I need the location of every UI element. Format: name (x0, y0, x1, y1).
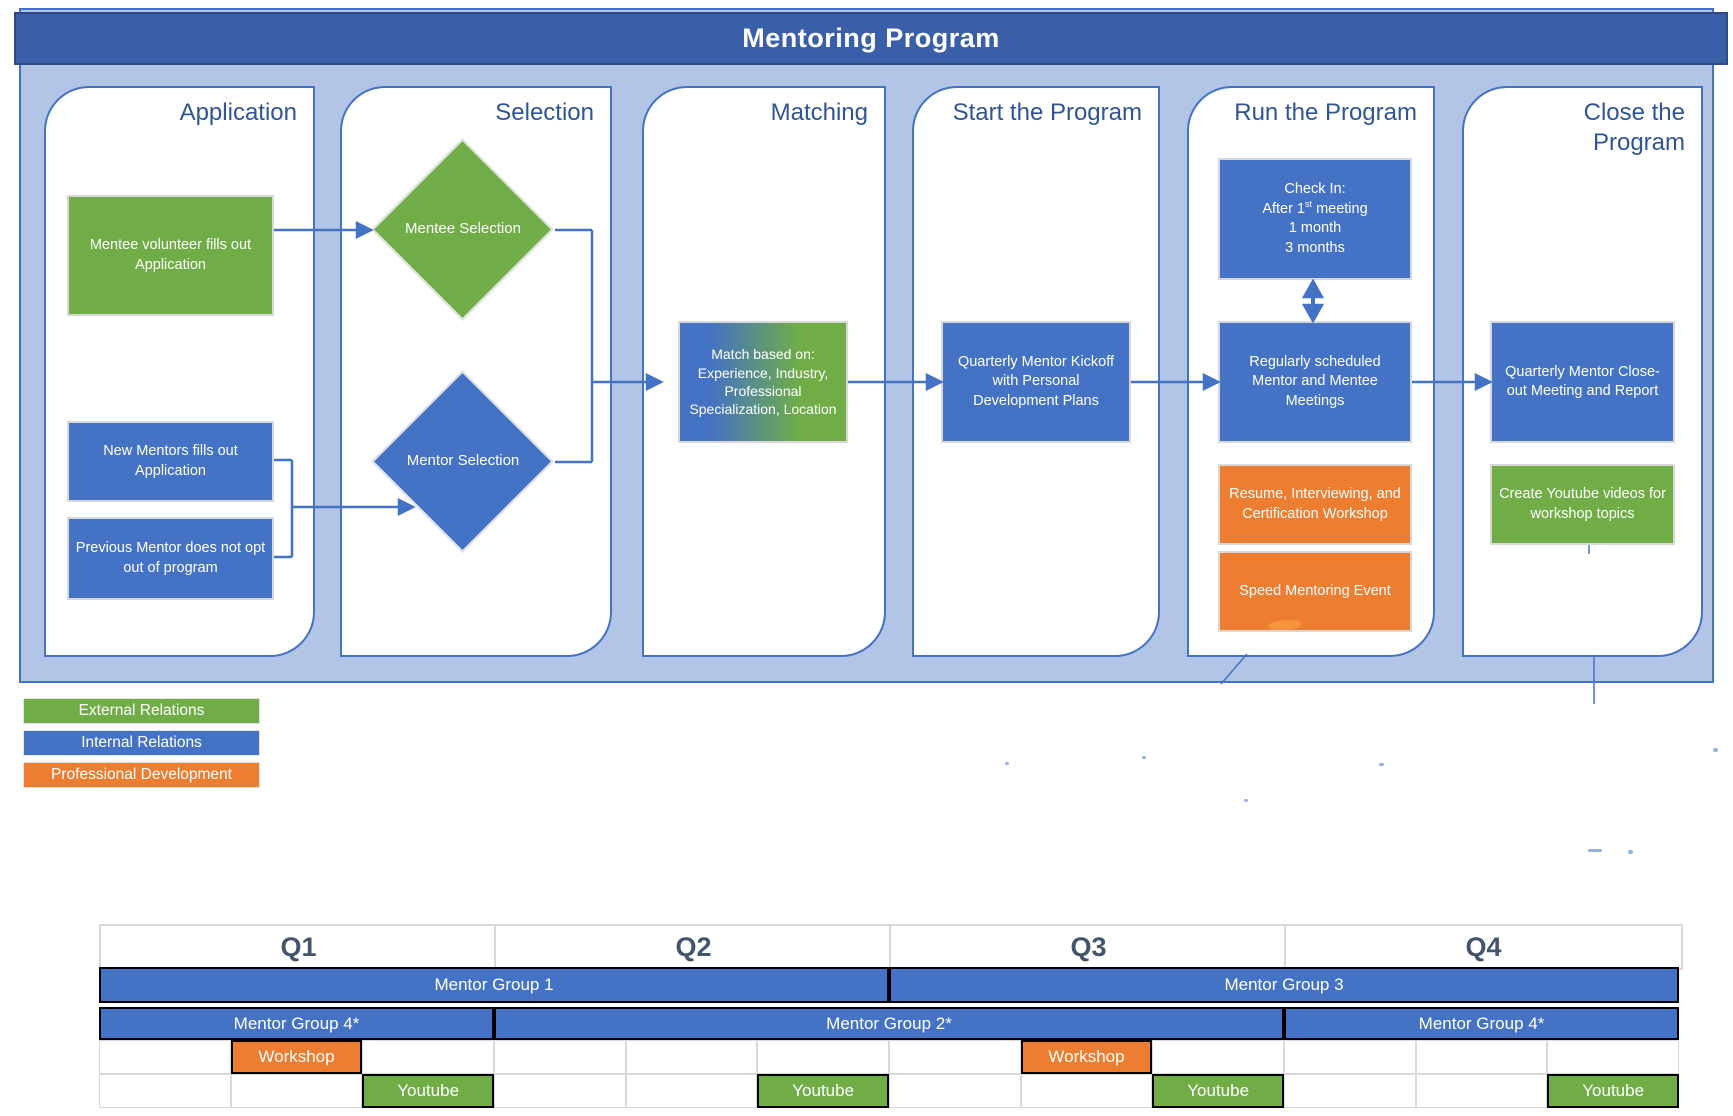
legend-item-internal-relations: Internal Relations (23, 730, 260, 756)
mentee-selection-label: Mentee Selection (405, 220, 521, 237)
timeline-grid-row-youtube (99, 1074, 1679, 1108)
timeline-bar-mentor-group-1: Mentor Group 1 (99, 967, 889, 1003)
panel-title-application: Application (179, 99, 297, 126)
banner: Mentoring Program (14, 12, 1728, 65)
panel-title-close-program: Close the Program (1583, 99, 1685, 156)
check-in-box: Check In: After 1st meeting 1 month 3 mo… (1218, 158, 1412, 280)
panel-title-run-program: Run the Program (1234, 99, 1417, 126)
month-cell (1547, 1040, 1679, 1074)
month-cell (494, 1074, 626, 1108)
certification-workshop-box: Resume, Interviewing, and Certification … (1218, 464, 1412, 545)
stray-mark (1005, 762, 1009, 765)
stray-mark (1142, 756, 1146, 759)
quarter-header-q1: Q1 (99, 924, 498, 970)
panel-title-selection: Selection (495, 99, 594, 126)
stray-mark (1588, 849, 1602, 852)
speed-mentoring-box: Speed Mentoring Event (1218, 551, 1412, 632)
month-cell (362, 1040, 494, 1074)
month-cell (625, 1074, 758, 1108)
month-cell (99, 1074, 231, 1108)
previous-mentor-box: Previous Mentor does not opt out of prog… (67, 517, 274, 600)
month-cell (625, 1040, 758, 1074)
match-criteria-box: Match based on: Experience, Industry, Pr… (678, 321, 848, 443)
new-mentors-box: New Mentors fills out Application (67, 421, 274, 502)
closeout-meeting-box: Quarterly Mentor Close-out Meeting and R… (1490, 321, 1675, 443)
create-youtube-box: Create Youtube videos for workshop topic… (1490, 464, 1675, 545)
quarter-header-q2: Q2 (494, 924, 893, 970)
page-title: Mentoring Program (742, 23, 1000, 53)
timeline-bar-mentor-group-3: Mentor Group 3 (889, 967, 1679, 1003)
legend-item-external-relations: External Relations (23, 698, 260, 724)
stray-mark (1379, 763, 1384, 766)
timeline-bar-mentor-group-4-: Mentor Group 4* (1284, 1007, 1679, 1040)
stray-mark (1713, 748, 1718, 752)
month-cell (889, 1040, 1021, 1074)
timeline-bar-mentor-group-2-: Mentor Group 2* (494, 1007, 1284, 1040)
legend-item-professional-development: Professional Development (23, 762, 260, 788)
month-cell (230, 1074, 363, 1108)
timeline-bar-workshop: Workshop (230, 1040, 363, 1074)
month-cell (1415, 1040, 1548, 1074)
check-in-line1: Check In: (1284, 181, 1346, 198)
month-cell (757, 1040, 889, 1074)
timeline-bar-youtube: Youtube (757, 1074, 889, 1108)
check-in-line3: 1 month (1288, 220, 1342, 237)
month-cell (494, 1040, 626, 1074)
check-in-line4: 3 months (1285, 239, 1345, 256)
panel-title-matching: Matching (770, 99, 868, 126)
timeline-bar-mentor-group-4-: Mentor Group 4* (99, 1007, 494, 1040)
timeline-bar-youtube: Youtube (362, 1074, 494, 1108)
panel-title-start-program: Start the Program (952, 99, 1142, 126)
mentor-selection-label: Mentor Selection (406, 452, 520, 469)
timeline-bar-workshop: Workshop (1020, 1040, 1153, 1074)
timeline-bar-youtube: Youtube (1547, 1074, 1679, 1108)
quarterly-kickoff-box: Quarterly Mentor Kickoff with Personal D… (941, 321, 1131, 443)
month-cell (1415, 1074, 1548, 1108)
timeline-bar-youtube: Youtube (1152, 1074, 1284, 1108)
month-cell (1284, 1040, 1416, 1074)
quarter-header-q3: Q3 (889, 924, 1288, 970)
month-cell (1284, 1074, 1416, 1108)
month-cell (1152, 1040, 1284, 1074)
mentee-application-box: Mentee volunteer fills out Application (67, 195, 274, 316)
month-cell (1020, 1074, 1153, 1108)
stray-mark (1244, 799, 1248, 802)
month-cell (889, 1074, 1021, 1108)
stray-mark (1628, 850, 1633, 854)
month-cell (99, 1040, 231, 1074)
check-in-line2: After 1st meeting (1262, 199, 1368, 218)
regular-meetings-box: Regularly scheduled Mentor and Mentee Me… (1218, 321, 1412, 443)
quarter-header-q4: Q4 (1284, 924, 1683, 970)
